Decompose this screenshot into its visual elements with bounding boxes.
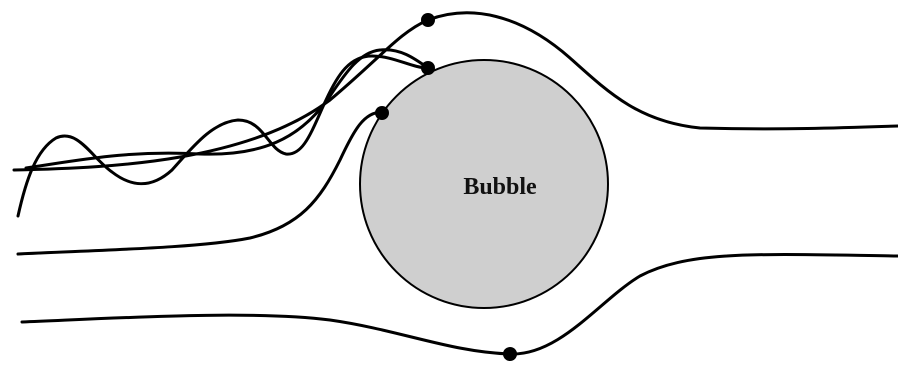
captured-streamline [18, 112, 382, 254]
bubble-label: Bubble [463, 174, 537, 200]
upper-streamline-marker [421, 13, 435, 27]
lower-streamline-marker [503, 347, 517, 361]
captured-streamline-marker [375, 106, 389, 120]
captured-wavy-marker [421, 61, 435, 75]
